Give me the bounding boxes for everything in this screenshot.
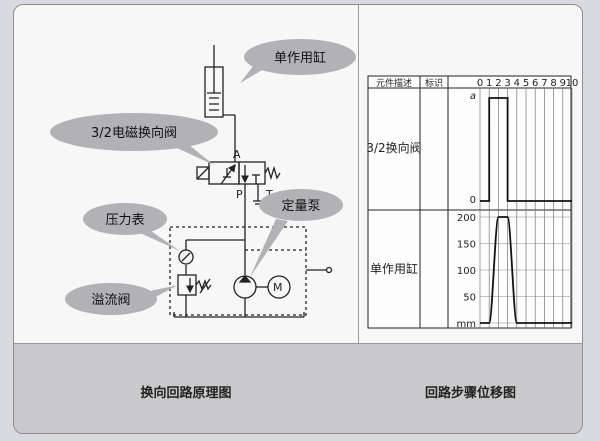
callout-valve-text: 3/2电磁换向阀	[91, 125, 177, 141]
callout-pump-text: 定量泵	[281, 199, 320, 214]
step-label-0: 0	[477, 78, 483, 89]
callout-solenoid-valve: 3/2电磁换向阀	[50, 113, 218, 165]
relief-valve	[177, 265, 212, 317]
hydraulic-schematic	[169, 45, 333, 318]
row2-tick-label: 150	[457, 240, 476, 251]
panel-divider	[358, 5, 359, 433]
step-label-1: 1	[486, 78, 492, 89]
left-caption: 换向回路原理图	[140, 386, 232, 401]
motor-label: M	[273, 281, 283, 294]
fixed-pump	[233, 274, 268, 317]
callout-single-cylinder: 单作用缸	[240, 39, 356, 83]
single-acting-cylinder	[204, 45, 224, 118]
header-mark: 标识	[425, 77, 443, 89]
pressure-gauge	[178, 249, 194, 265]
row2-tick-label: 50	[463, 293, 476, 304]
step-label-4: 4	[514, 78, 520, 89]
row1-bottom-label: 0	[470, 195, 476, 206]
right-caption: 回路步骤位移图	[424, 386, 516, 401]
step-label-7: 7	[541, 78, 547, 89]
callout-relief-valve: 溢流阀	[65, 283, 178, 315]
step-label-9: 9	[560, 78, 566, 89]
step-label-5: 5	[523, 78, 529, 89]
port-p-label: P	[236, 188, 243, 201]
series-cylinder-line	[480, 216, 572, 324]
row2-tick-label: 100	[457, 266, 476, 277]
row2-label: 单作用缸	[370, 261, 418, 276]
diagram-svg: A P T M 单作用缸 3/2电磁换向阀 压力表	[50, 39, 579, 330]
step-label-6: 6	[532, 78, 538, 89]
row2-tick-label: 200	[457, 213, 476, 224]
electric-motor	[267, 275, 291, 299]
callout-pump: 定量泵	[250, 189, 343, 277]
row1-label: 3/2换向阀	[366, 140, 421, 155]
step-label-2: 2	[495, 78, 501, 89]
series-valve-line	[480, 97, 572, 202]
callout-gauge-text: 压力表	[105, 213, 144, 228]
row1-top-label: a	[470, 91, 476, 102]
row2-tick-label: mm	[457, 319, 476, 330]
callout-cylinder-text: 单作用缸	[274, 50, 326, 66]
step-label-8: 8	[550, 78, 556, 89]
callout-gauge: 压力表	[83, 203, 180, 251]
header-description: 元件描述	[376, 77, 412, 89]
solenoid-valve-3-2	[196, 161, 281, 185]
step-label-3: 3	[504, 78, 510, 89]
port-t-label: T	[265, 188, 273, 201]
step-label-10: 10	[566, 78, 579, 89]
caption-band: 换向回路原理图 回路步骤位移图	[14, 343, 582, 433]
port-a-label: A	[233, 148, 241, 161]
figure-frame: 换向回路原理图 回路步骤位移图	[13, 4, 583, 434]
callout-relief-text: 溢流阀	[91, 293, 130, 308]
